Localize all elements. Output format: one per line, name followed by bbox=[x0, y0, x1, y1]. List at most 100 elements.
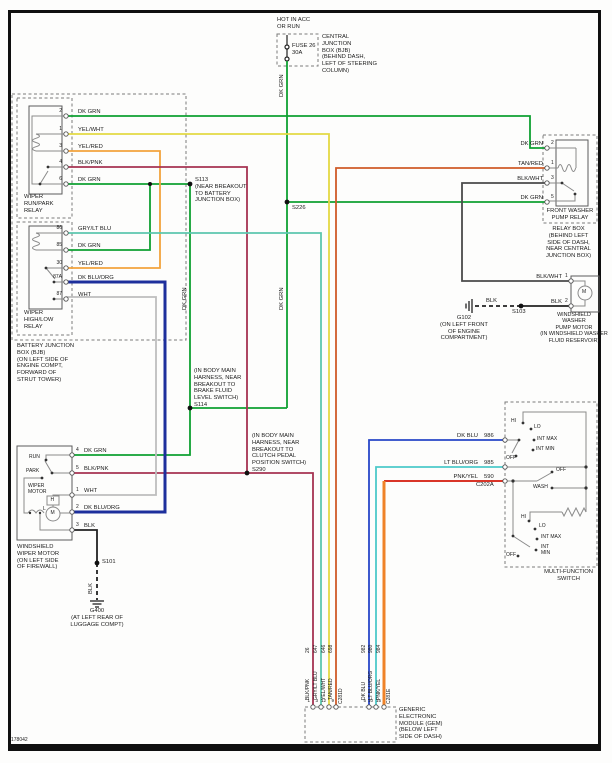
runpark-relay-label: WIPER RUN/PARK RELAY bbox=[24, 194, 54, 214]
washermotor-pin2-number: 2 bbox=[565, 298, 568, 304]
washer-motor-internals bbox=[571, 280, 593, 307]
mfs-dkblu-wire: DK BLU bbox=[457, 433, 478, 439]
mfs-r1-intmin: INT MIN bbox=[536, 446, 555, 452]
wipermotor-pin2-wire: DK BLU/ORG bbox=[84, 504, 120, 511]
wire-dk-blu-org bbox=[66, 280, 167, 514]
gem-wire-yelwht: YEL/WHT bbox=[321, 677, 327, 700]
wire-pnk-yel bbox=[382, 480, 505, 707]
gem-label: GENERIC ELECTRONIC MODULE (GEM) (BELOW L… bbox=[399, 707, 443, 741]
washerrelay-pin3-number: 3 bbox=[551, 175, 554, 181]
battery-junction-box-label: BATTERY JUNCTION BOX (BJB) (ON LEFT SIDE… bbox=[17, 343, 75, 384]
washerrelay-label: FRONT WASHER PUMP RELAY bbox=[546, 208, 594, 221]
wiper-motor-internals bbox=[23, 454, 72, 531]
splice-s226-label: S226 bbox=[292, 205, 306, 211]
washerrelay-pin5-wire: DK GRN bbox=[520, 195, 543, 201]
gem-circuit-646: 646 bbox=[321, 644, 327, 653]
wipermotor-pin3-number: 3 bbox=[76, 521, 79, 528]
gem-connector-c281d: C281D bbox=[338, 688, 344, 704]
highlow-pin87-number: 87 bbox=[56, 290, 62, 297]
wire-wht bbox=[66, 296, 157, 496]
wipermotor-run-label: RUN bbox=[29, 454, 40, 460]
splice-s114-label: (IN BODY MAIN HARNESS, NEAR BREAKOUT TO … bbox=[194, 368, 242, 409]
pin-connectors bbox=[63, 113, 574, 710]
mfs-ltbluorg-circuit: 985 bbox=[484, 460, 494, 466]
gem-circuit-984: 984 bbox=[376, 644, 382, 653]
dk-grn-vertical-label-1: DK GRN bbox=[182, 287, 188, 310]
gem-circuit-26: 26 bbox=[305, 647, 311, 653]
gem-circuit-647: 647 bbox=[313, 644, 319, 653]
runpark-pin2-number: 2 bbox=[59, 107, 62, 114]
wipermotor-pin2-number: 2 bbox=[76, 503, 79, 510]
gem-pin3-number: 3 bbox=[315, 698, 318, 703]
highlow-relay-label: WIPER HIGH/LOW RELAY bbox=[24, 310, 54, 330]
fuse-symbol bbox=[284, 35, 290, 62]
wipermotor-park-label: PARK bbox=[26, 468, 40, 474]
mfs-r1-lo: LO bbox=[534, 424, 541, 430]
wipermotor-pin3-wire: BLK bbox=[84, 522, 95, 529]
mfs-pnkyel-circuit: 590 bbox=[484, 473, 494, 480]
runpark-pin3-wire: YEL/RED bbox=[78, 143, 103, 150]
highlow-pin87-wire: WHT bbox=[78, 291, 92, 298]
highlow-pin30-wire: YEL/RED bbox=[78, 260, 103, 267]
mfs-ltbluorg-wire: LT BLU/ORG bbox=[444, 460, 478, 466]
wire-blk-wht bbox=[461, 182, 571, 282]
washerrelay-pin1-number: 1 bbox=[551, 160, 554, 166]
runpark-pin1-number: 1 bbox=[59, 125, 62, 132]
g102-wire-label: BLK bbox=[486, 297, 497, 304]
mfs-r1-off: OFF bbox=[506, 455, 516, 461]
washerrelay-pin5-number: 5 bbox=[551, 194, 554, 200]
mfs-dkblu-circuit: 986 bbox=[484, 433, 494, 439]
fuse-box-outline bbox=[276, 33, 319, 67]
gem-wire-gryltblu: GRY/LT BLU bbox=[313, 671, 319, 700]
gem-pin1-number: 1 bbox=[307, 698, 310, 703]
wire-gry-lt-blu bbox=[66, 232, 322, 707]
mfs-r2-intmax: INT MAX bbox=[541, 534, 562, 540]
wipermotor-pin5-number: 5 bbox=[76, 464, 79, 471]
multifunction-switch-outline bbox=[504, 401, 598, 568]
runpark-pin4-wire: BLK/PNK bbox=[78, 159, 103, 166]
wipermotor-pin1-wire: WHT bbox=[84, 487, 98, 494]
runpark-pin6-number: 6 bbox=[59, 175, 62, 182]
mfs-mid-off: OFF bbox=[556, 467, 566, 473]
relay-box-label: RELAY BOX (BEHIND LEFT SIDE OF DASH, NEA… bbox=[545, 226, 592, 260]
washerrelay-pin1-wire: TAN/RED bbox=[517, 161, 543, 167]
washermotor-m-label: M bbox=[582, 289, 587, 295]
mfs-mid-wash: WASH bbox=[533, 484, 548, 490]
ground-g102-symbol bbox=[465, 299, 473, 313]
wipermotor-l-label: L bbox=[43, 506, 46, 512]
runpark-pin1-wire: YEL/WHT bbox=[78, 126, 104, 133]
splice-s103-label: S103 bbox=[512, 309, 526, 315]
wire-blk-pnk bbox=[66, 166, 314, 707]
highlow-pin86-wire: GRY/LT BLU bbox=[78, 225, 112, 232]
washermotor-label: WINDSHIELD WASHER PUMP MOTOR (IN WINDSHI… bbox=[540, 312, 608, 344]
gem-wire-tanred: TAN/RED bbox=[328, 678, 334, 700]
washerrelay-pin2-number: 2 bbox=[551, 140, 554, 146]
washermotor-pin2-wire: BLK bbox=[551, 299, 562, 305]
gem-pin9-number: 9 bbox=[331, 698, 334, 703]
solid-component-boxes bbox=[16, 105, 600, 541]
splice-s113-label: S113 (NEAR BREAKOUT TO BATTERY JUNCTION … bbox=[195, 177, 247, 204]
mfs-label: MULTI-FUNCTION SWITCH bbox=[544, 569, 593, 582]
mfs-r2-hi: HI bbox=[521, 514, 526, 520]
washermotor-pin1-number: 1 bbox=[565, 273, 568, 279]
multifunction-switch-internals bbox=[505, 411, 588, 558]
wipermotor-pin4-number: 4 bbox=[76, 446, 79, 453]
washerrelay-pin2-wire: DK GRN bbox=[520, 141, 543, 147]
wire-dk-grn bbox=[66, 61, 547, 456]
ground-g400-symbol bbox=[90, 600, 104, 608]
gem-pin10-number: 10 bbox=[367, 698, 373, 703]
wipermotor-pin4-wire: DK GRN bbox=[84, 447, 107, 454]
wipermotor-m-label: M bbox=[50, 510, 55, 516]
gem-wire-ltbluorg: LT BLU/ORG bbox=[368, 670, 374, 700]
gem-pin15-number: 15 bbox=[375, 698, 381, 703]
runpark-pin3-number: 3 bbox=[59, 142, 62, 149]
wire-tan-red bbox=[335, 167, 547, 707]
gem-circuit-980: 980 bbox=[368, 644, 374, 653]
ground-g400-label: G400 (AT LEFT REAR OF LUGGAGE COMPT) bbox=[70, 608, 124, 628]
mfs-r2-intmin: INT MIN bbox=[541, 544, 551, 556]
mfs-r2-lo: LO bbox=[539, 523, 546, 529]
splice-dots bbox=[94, 181, 524, 566]
fuse-label: FUSE 26 30A bbox=[292, 43, 316, 56]
